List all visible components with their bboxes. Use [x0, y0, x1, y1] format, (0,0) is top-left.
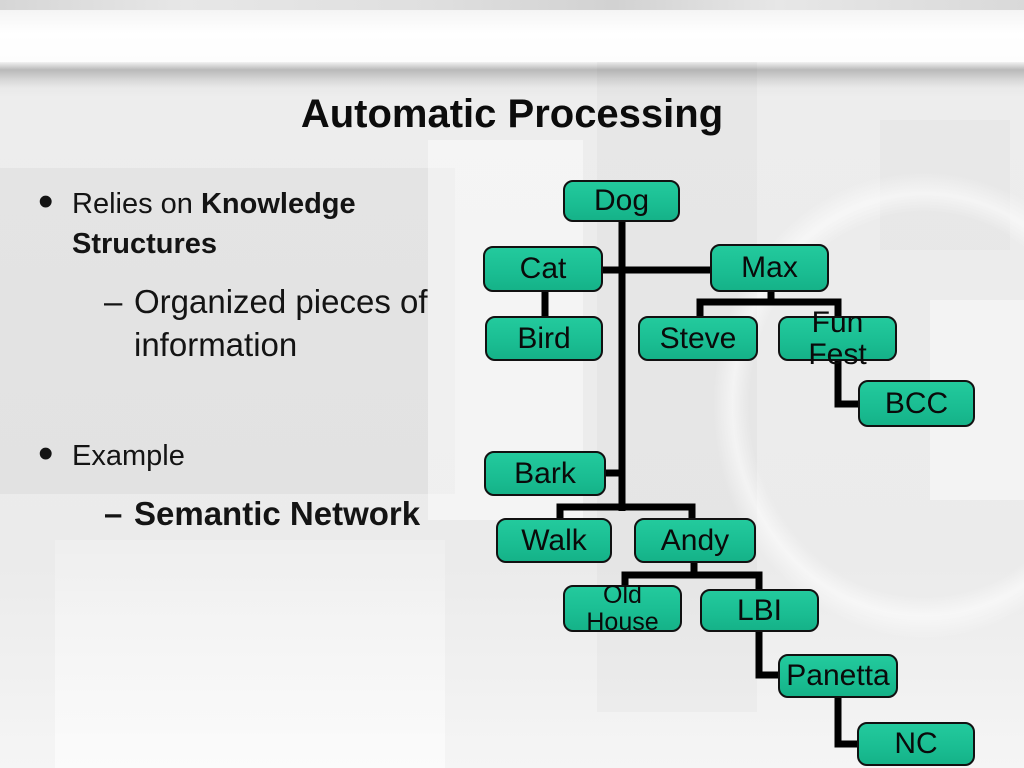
- subbullet-text-bold: Semantic Network: [134, 495, 421, 532]
- bullet-marker: •: [38, 429, 54, 478]
- connector-line: [834, 696, 859, 748]
- dash-marker: –: [104, 495, 123, 532]
- bullet-text-regular: Relies on: [72, 188, 201, 220]
- bullet-text-bold: Knowledge Structures: [72, 188, 356, 260]
- diagram-node-bcc: BCC: [858, 380, 975, 427]
- subbullet-organized-pieces: – Organized pieces of information: [104, 280, 484, 366]
- bullet-marker: •: [38, 177, 54, 226]
- bullet-item-knowledge-structures: • Relies on Knowledge Structures: [38, 177, 438, 264]
- connector-line: [696, 298, 842, 318]
- diagram-node-andy: Andy: [634, 518, 756, 563]
- bullet-text: Relies on Knowledge Structures: [72, 184, 424, 264]
- connector-line: [755, 630, 780, 679]
- subbullet-semantic-network: – Semantic Network: [104, 492, 524, 535]
- diagram-node-bark: Bark: [484, 451, 606, 496]
- connector-line: [556, 503, 696, 520]
- dash-marker: –: [104, 283, 123, 320]
- subbullet-text: Organized pieces of information: [134, 283, 428, 363]
- diagram-node-steve: Steve: [638, 316, 758, 361]
- diagram-node-lbi: LBI: [700, 589, 819, 632]
- slide-title: Automatic Processing: [300, 92, 724, 136]
- header-shadow-band: [0, 62, 1024, 98]
- diagram-node-bird: Bird: [485, 316, 603, 361]
- diagram-node-max: Max: [710, 244, 829, 292]
- bullet-text: Example: [72, 440, 185, 472]
- diagram-node-dog: Dog: [563, 180, 680, 222]
- connector-line: [621, 571, 763, 591]
- diagram-node-walk: Walk: [496, 518, 612, 563]
- top-white-band: [0, 10, 1024, 62]
- diagram-node-cat: Cat: [483, 246, 603, 292]
- diagram-node-panetta: Panetta: [778, 654, 898, 698]
- connector-line: [834, 359, 860, 408]
- top-edge-strip: [0, 0, 1024, 10]
- diagram-node-nc: NC: [857, 722, 975, 766]
- bullet-item-example: • Example: [38, 429, 438, 478]
- diagram-node-old-house: Old House: [563, 582, 682, 635]
- bg-patch: [55, 540, 445, 768]
- diagram-node-fun-fest: Fun Fest: [778, 307, 897, 370]
